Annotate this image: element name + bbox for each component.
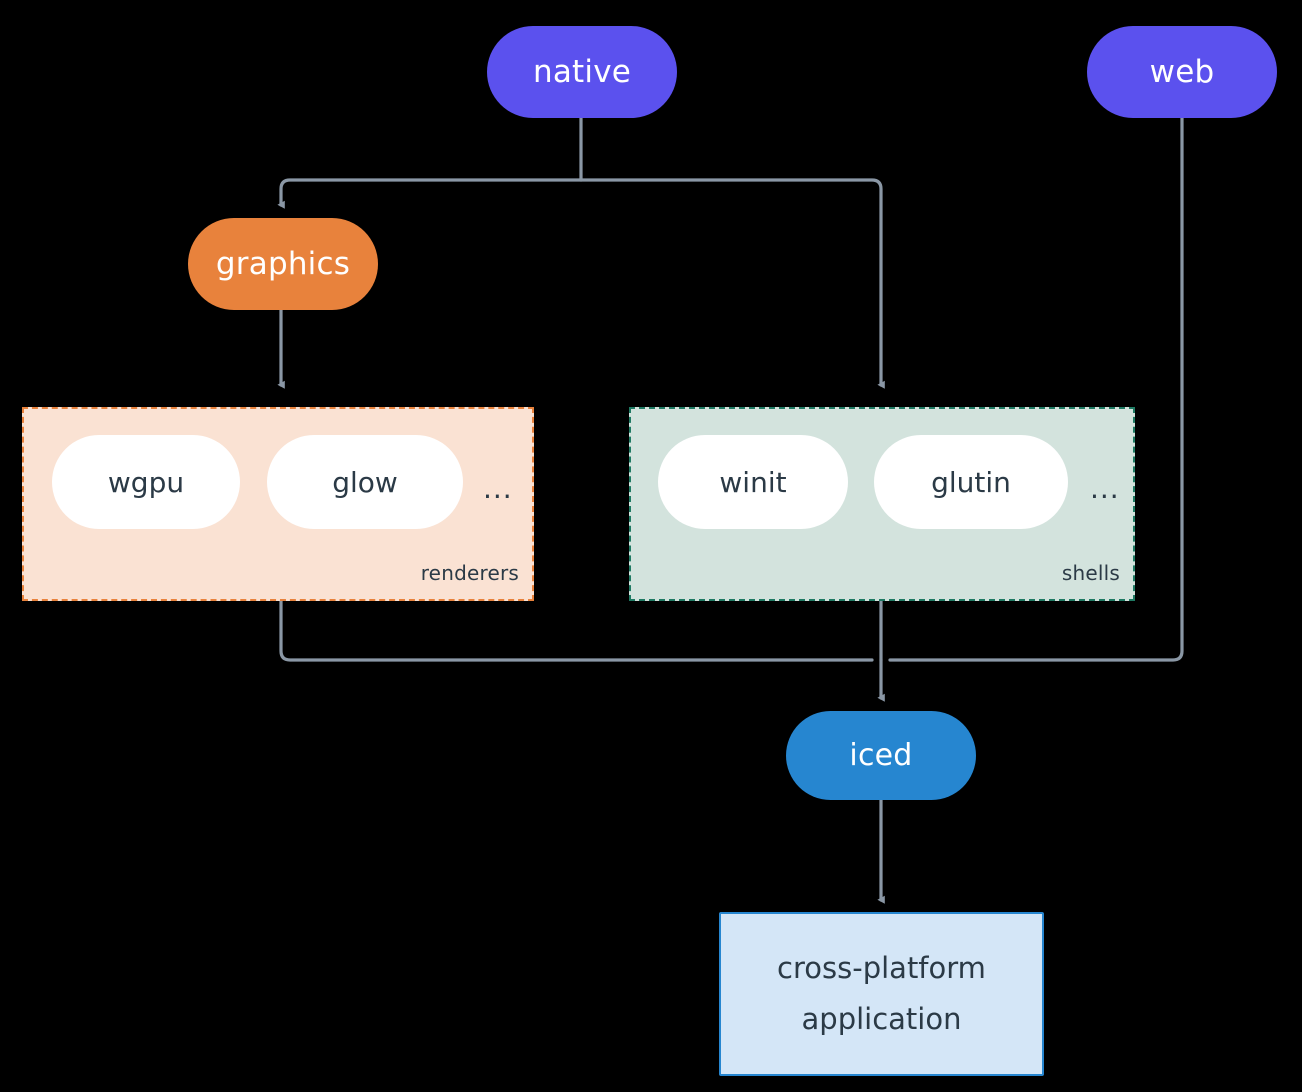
leaf-wgpu[interactable]: wgpu (52, 435, 240, 529)
leaf-glow[interactable]: glow (267, 435, 463, 529)
node-iced-label: iced (849, 738, 913, 773)
leaf-winit-label: winit (719, 465, 787, 499)
application-label-line1: cross-platform (777, 951, 986, 986)
group-renderers: wgpu glow ... renderers (22, 407, 534, 601)
edge-renderers-iced (279, 599, 874, 662)
application-label-line2: application (801, 1002, 962, 1036)
group-renderers-label: renderers (420, 561, 519, 585)
node-native[interactable]: native (487, 26, 677, 118)
group-shells-label: shells (1061, 561, 1120, 585)
node-graphics-label: graphics (215, 246, 351, 282)
edge-native-graphics (277, 178, 583, 209)
node-graphics[interactable]: graphics (188, 218, 378, 310)
node-iced[interactable]: iced (786, 711, 976, 800)
node-web-label: web (1149, 54, 1215, 90)
leaf-winit[interactable]: winit (658, 435, 848, 529)
node-web[interactable]: web (1087, 26, 1277, 118)
leaf-glutin[interactable]: glutin (874, 435, 1068, 529)
leaf-wgpu-label: wgpu (107, 465, 185, 499)
group-shells: winit glutin ... shells (629, 407, 1135, 601)
node-native-label: native (532, 54, 632, 90)
leaf-glow-label: glow (332, 465, 398, 499)
leaf-glutin-label: glutin (931, 465, 1011, 499)
shells-overflow-ellipsis: ... (1090, 472, 1120, 505)
edge-native-shells (579, 178, 885, 389)
renderers-overflow-ellipsis: ... (483, 472, 513, 505)
node-cross-platform-application[interactable]: cross-platform application (719, 912, 1044, 1076)
